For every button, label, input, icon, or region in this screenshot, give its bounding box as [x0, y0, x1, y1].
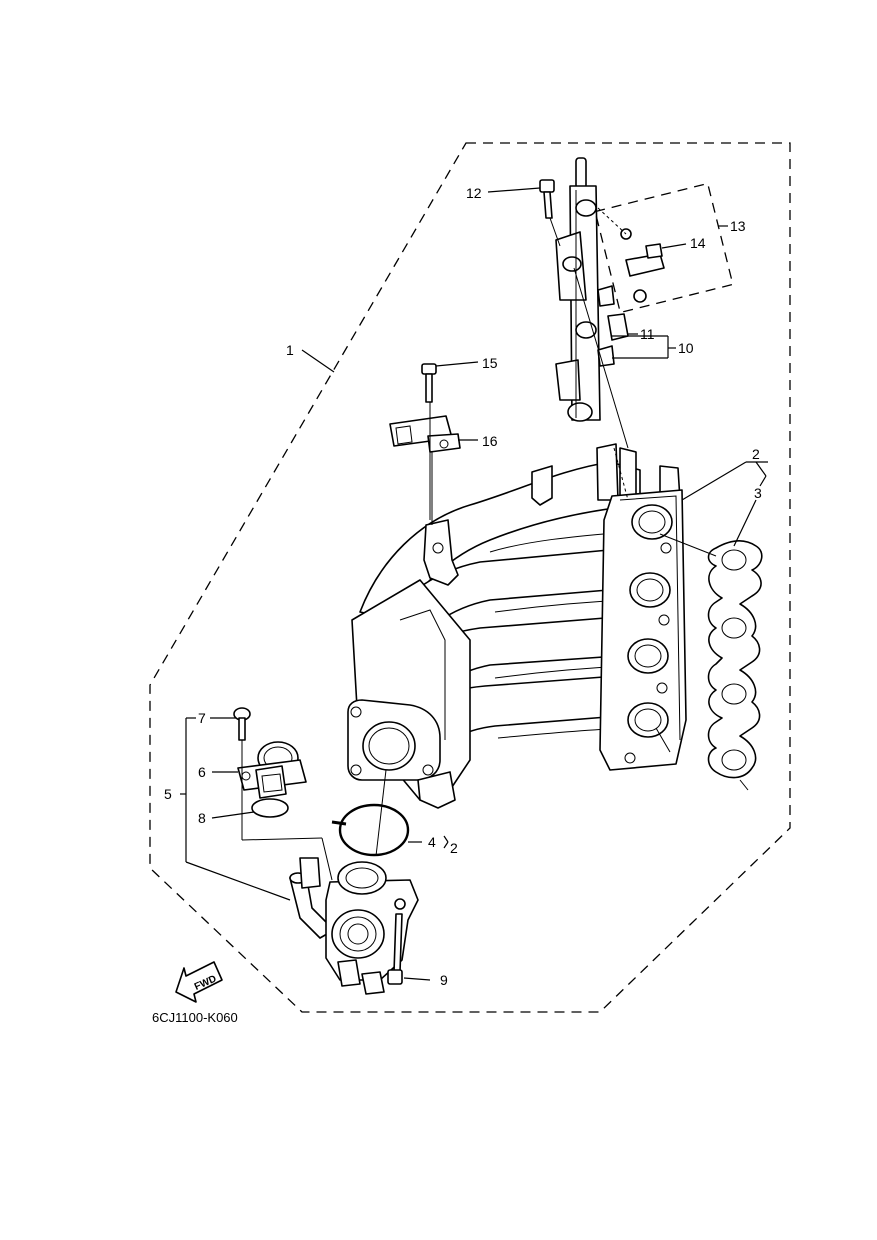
assembly-guide-lines — [241, 207, 717, 881]
callout-labels: 1 2 3 4 2 5 6 7 8 9 10 11 12 13 14 15 16 — [164, 185, 762, 988]
callout-8: 8 — [198, 810, 206, 826]
injector-group-box — [594, 182, 734, 314]
callout-1: 1 — [286, 342, 294, 358]
callout-16: 16 — [482, 433, 498, 449]
fuel-rail — [555, 157, 615, 422]
intake-manifold — [347, 443, 687, 809]
callout-5: 5 — [164, 786, 172, 802]
callout-4-group: 2 — [450, 840, 458, 856]
diagram-code: 6CJ1100-K060 — [152, 1010, 238, 1025]
manifold-gasket — [707, 540, 763, 779]
fwd-arrow-icon: FWD — [175, 961, 223, 1003]
bolt-15 — [421, 363, 437, 403]
callout-10: 10 — [678, 340, 694, 356]
bolt-12 — [539, 179, 555, 219]
gasket-4 — [338, 803, 410, 857]
o-ring-8 — [251, 798, 289, 818]
bolt-9 — [387, 913, 403, 985]
callout-7: 7 — [198, 710, 206, 726]
callout-9: 9 — [440, 972, 448, 988]
throttle-position-sensor — [237, 741, 307, 799]
callout-2-gasket-set: 2 — [752, 446, 760, 462]
callout-6: 6 — [198, 764, 206, 780]
leader-lines — [180, 187, 768, 981]
fuel-injector — [620, 228, 665, 303]
callout-15: 15 — [482, 355, 498, 371]
callout-13: 13 — [730, 218, 746, 234]
map-sensor — [389, 415, 461, 453]
screw-7 — [233, 707, 251, 741]
callout-3: 3 — [754, 485, 762, 501]
callout-12: 12 — [466, 185, 482, 201]
callout-14: 14 — [690, 235, 706, 251]
callout-11: 11 — [640, 326, 655, 342]
callout-4: 4 — [428, 834, 436, 850]
